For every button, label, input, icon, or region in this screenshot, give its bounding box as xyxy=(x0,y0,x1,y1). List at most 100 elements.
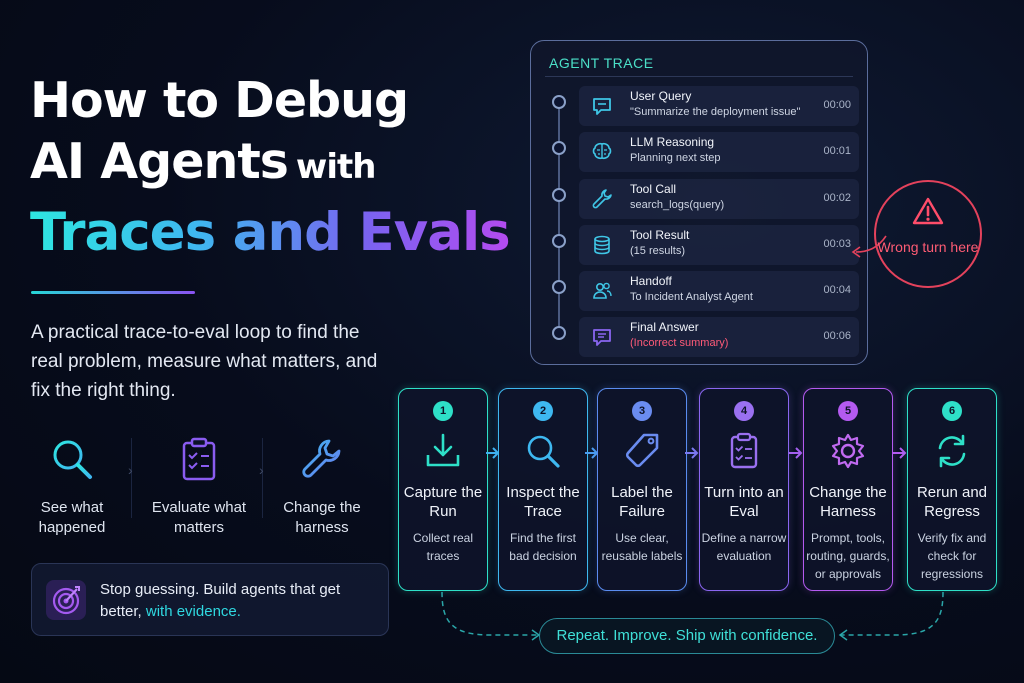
wrench-icon xyxy=(302,439,341,478)
step-name: Tool Call xyxy=(630,182,677,196)
timeline-node xyxy=(552,326,566,340)
arrow-right-icon xyxy=(789,447,803,459)
step-name: Final Answer xyxy=(630,320,699,334)
loop-card-eval: 4 Turn into an Eval Define a narrow eval… xyxy=(699,388,789,591)
clipboard-icon xyxy=(182,437,216,481)
step-name: Handoff xyxy=(630,274,672,288)
brain-icon xyxy=(592,142,612,160)
step-name: Tool Result xyxy=(630,228,690,242)
loop-card-desc: Collect real traces xyxy=(412,531,474,563)
chat-icon xyxy=(593,98,611,115)
subtitle: A practical trace-to-eval loop to find t… xyxy=(31,322,378,401)
feature-evaluate-label: Evaluate what matters xyxy=(151,499,247,536)
step-name: User Query xyxy=(630,89,692,103)
target-icon xyxy=(46,580,86,620)
step-number-badge: 1 xyxy=(433,401,453,421)
divider xyxy=(545,76,853,77)
divider xyxy=(262,438,263,518)
wrench-icon xyxy=(592,189,612,209)
title-line-2-main: AI Agents xyxy=(30,133,289,190)
step-number-badge: 5 xyxy=(838,401,858,421)
loop-card-desc: Find the first bad decision xyxy=(509,531,577,563)
trace-step-final-answer[interactable]: Final Answer (Incorrect summary) 00:06 xyxy=(579,317,859,357)
step-time: 00:06 xyxy=(823,330,851,342)
tag-icon xyxy=(625,433,659,468)
loop-back-connector xyxy=(441,591,944,641)
title-underline xyxy=(31,291,195,294)
feature-change-label: Change the harness xyxy=(283,499,361,536)
loop-card-title: Rerun and Regress xyxy=(916,484,988,520)
step-detail: Planning next step xyxy=(630,152,721,164)
step-time: 00:03 xyxy=(823,238,851,250)
title-line-1: How to Debug xyxy=(30,72,409,129)
loop-card-desc: Verify fix and check for regressions xyxy=(917,531,987,581)
arrow-right-icon xyxy=(685,447,699,459)
agent-trace-panel: AGENT TRACE User Query "Summarize the de… xyxy=(530,40,868,365)
wrong-turn-label: Wrong turn here xyxy=(877,239,979,255)
step-time: 00:02 xyxy=(823,192,851,204)
loop-card-title: Inspect the Trace xyxy=(506,484,580,520)
step-detail: (Incorrect summary) xyxy=(630,337,729,349)
feature-see-label: See what happened xyxy=(38,499,106,536)
callout-text-highlight: with evidence. xyxy=(145,603,241,620)
trace-step-llm-reasoning[interactable]: LLM Reasoning Planning next step 00:01 xyxy=(579,132,859,172)
trace-step-tool-result[interactable]: Tool Result (15 results) 00:03 xyxy=(579,225,859,265)
trace-step-tool-call[interactable]: Tool Call search_logs(query) 00:02 xyxy=(579,179,859,219)
search-icon xyxy=(527,435,560,468)
agent-trace-header: AGENT TRACE xyxy=(549,55,654,71)
chevron-right-icon: › xyxy=(259,462,264,478)
trace-step-user-query[interactable]: User Query "Summarize the deployment iss… xyxy=(579,86,859,126)
trace-timeline xyxy=(558,100,560,332)
users-icon xyxy=(593,282,612,299)
step-detail: search_logs(query) xyxy=(630,199,725,211)
step-number-badge: 6 xyxy=(942,401,962,421)
title-line-2-small: with xyxy=(295,147,377,187)
timeline-node xyxy=(552,188,566,202)
loop-card-desc: Define a narrow evaluation xyxy=(701,531,787,563)
loop-card-harness: 5 Change the Harness Prompt, tools, rout… xyxy=(803,388,893,591)
callout-box: Stop guessing. Build agents that get bet… xyxy=(31,563,389,636)
loop-card-capture: 1 Capture the Run Collect real traces xyxy=(398,388,488,591)
step-time: 00:01 xyxy=(823,145,851,157)
callout-text: Stop guessing. Build agents that get bet… xyxy=(100,579,385,623)
loop-card-label: 3 Label the Failure Use clear, reusable … xyxy=(597,388,687,591)
feature-evaluate: Evaluate what matters xyxy=(139,436,259,538)
feature-change: Change the harness xyxy=(262,436,382,538)
title-line-3: Traces and Evals xyxy=(30,202,511,263)
step-detail: (15 results) xyxy=(630,245,686,257)
trace-step-handoff[interactable]: Handoff To Incident Analyst Agent 00:04 xyxy=(579,271,859,311)
clipboard-icon xyxy=(730,432,758,469)
loop-card-title: Label the Failure xyxy=(611,484,673,520)
warning-icon xyxy=(912,197,944,225)
loop-card-desc: Use clear, reusable labels xyxy=(601,531,683,563)
chevron-right-icon: › xyxy=(128,462,133,478)
loop-card-title: Change the Harness xyxy=(809,484,887,520)
search-icon xyxy=(53,440,92,479)
timeline-node xyxy=(552,141,566,155)
database-icon xyxy=(594,235,610,255)
divider xyxy=(131,438,132,518)
step-detail: To Incident Analyst Agent xyxy=(630,291,753,303)
gear-icon xyxy=(831,433,865,469)
timeline-node xyxy=(552,280,566,294)
step-time: 00:00 xyxy=(823,99,851,111)
step-detail: "Summarize the deployment issue" xyxy=(630,106,801,118)
step-number-badge: 2 xyxy=(533,401,553,421)
loop-card-inspect: 2 Inspect the Trace Find the first bad d… xyxy=(498,388,588,591)
loop-card-rerun: 6 Rerun and Regress Verify fix and check… xyxy=(907,388,997,591)
step-name: LLM Reasoning xyxy=(630,135,715,149)
download-icon xyxy=(426,433,460,467)
timeline-node xyxy=(552,95,566,109)
arrow-right-icon xyxy=(893,447,907,459)
wrong-turn-warning: Wrong turn here xyxy=(874,180,982,288)
feature-see: See what happened xyxy=(12,436,132,538)
refresh-icon xyxy=(938,434,966,468)
message-icon xyxy=(593,329,611,346)
repeat-banner: Repeat. Improve. Ship with confidence. xyxy=(539,618,835,654)
callout-text-main: Stop guessing. Build agents that get bet… xyxy=(100,581,341,620)
step-number-badge: 4 xyxy=(734,401,754,421)
loop-card-title: Turn into an Eval xyxy=(704,484,784,520)
loop-card-title: Capture the Run xyxy=(403,484,483,520)
step-time: 00:04 xyxy=(823,284,851,296)
